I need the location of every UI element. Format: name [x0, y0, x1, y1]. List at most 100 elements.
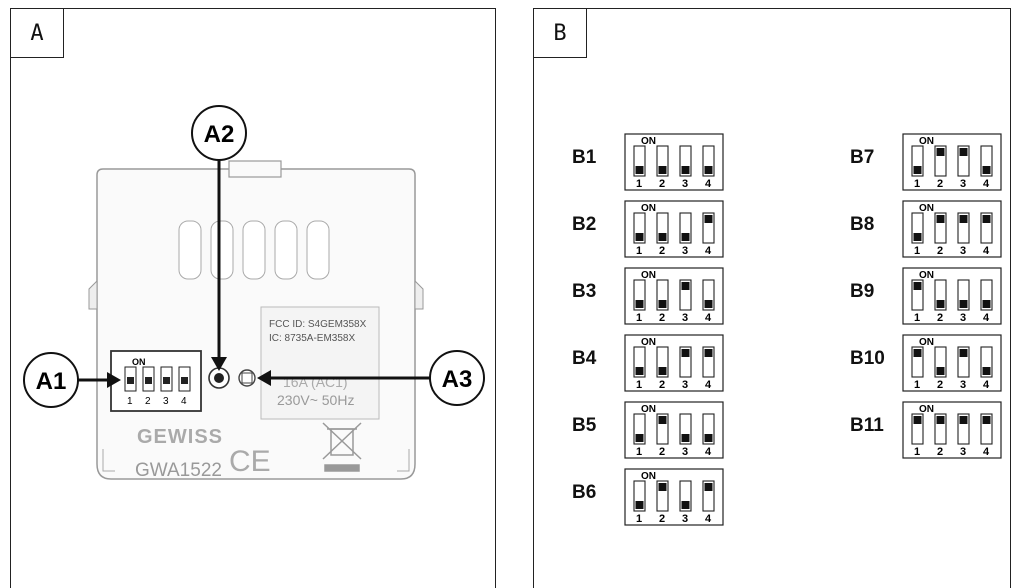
right-clip [414, 279, 424, 310]
dip-config-label: B3 [572, 281, 597, 302]
dip-config-label: B9 [850, 281, 875, 302]
dip-on-label: ON [919, 203, 934, 214]
dip-switch-slot [911, 212, 924, 244]
dip-switch-slot [702, 346, 715, 378]
dip-switch-slot [911, 346, 924, 378]
dip-switch-slot [980, 145, 993, 177]
dip-switch-number: 1 [636, 178, 642, 190]
dip-switch-slot [911, 413, 924, 445]
vent-slot [274, 220, 298, 280]
dip-knob-on [681, 282, 690, 290]
dip-on-label: ON [641, 471, 656, 482]
dip-config-label: B8 [850, 214, 875, 235]
dip-knob-on [959, 349, 968, 357]
dip-switch-number: 4 [705, 178, 712, 190]
dip-knob-off [681, 501, 690, 509]
dip-knob-off [635, 166, 644, 174]
dip-config-label: B11 [850, 415, 884, 436]
panel-a-label: A [11, 9, 64, 58]
dip-switch-slot [702, 212, 715, 244]
dip-switch-slot [679, 346, 692, 378]
dip-switch-slot [633, 346, 646, 378]
dip-switch-number: 1 [636, 446, 642, 458]
dip-switch-slot [633, 480, 646, 512]
dip-knob-on [658, 416, 667, 424]
dip-config-label: B5 [572, 415, 597, 436]
led-inner [241, 372, 253, 384]
dip-switch-number: 4 [983, 379, 990, 391]
dip-knob-on [704, 349, 713, 357]
dip-switch-number: 2 [659, 513, 665, 525]
rating-text: 16A (AC1) [283, 374, 348, 390]
dip-switch-number: 3 [682, 379, 688, 391]
a3-arrowhead [257, 370, 271, 386]
bottom-right-foot [397, 449, 410, 472]
dip-on-label: ON [641, 136, 656, 147]
dip-switch-slot [702, 480, 715, 512]
dip-switch-number: 2 [937, 379, 943, 391]
dip-switch-number: 3 [960, 379, 966, 391]
dip-knob-off [982, 367, 991, 375]
dip-switch-slot [957, 279, 970, 311]
panel-b-label: B [534, 9, 587, 58]
dip-switch-number: 2 [659, 312, 665, 324]
dip-on-label: ON [641, 270, 656, 281]
dip-knob-on [704, 215, 713, 223]
dip-switch-slot [957, 145, 970, 177]
dip-knob-off [681, 434, 690, 442]
dip-knob-off [658, 233, 667, 241]
reset-button [214, 373, 224, 383]
dip-on-label: ON [641, 337, 656, 348]
ce-mark: CE [229, 445, 271, 478]
dip-switch-slot [679, 279, 692, 311]
weee-bin-icon [322, 422, 362, 472]
dip-knob-on [959, 148, 968, 156]
dip-switch-number: 2 [659, 245, 665, 257]
dip-switch-slot [656, 145, 669, 177]
dip-switch-slot [934, 212, 947, 244]
dip-knob-on [959, 215, 968, 223]
dip-knob-on [936, 416, 945, 424]
bottom-left-foot [102, 449, 115, 472]
dip-config-label: B7 [850, 147, 875, 168]
dip-knob-on [913, 416, 922, 424]
dip-switch-number: 1 [636, 312, 642, 324]
dip-knob-off [959, 300, 968, 308]
fcc-id-text: FCC ID: S4GEM358X [269, 319, 367, 330]
dip-switch-slot [633, 279, 646, 311]
dip-switch-number: 4 [705, 446, 712, 458]
dip-knob-on [913, 282, 922, 290]
dip-config-label: B2 [572, 214, 597, 235]
dip-switch-slot [656, 279, 669, 311]
label-plate [260, 306, 380, 420]
dip-switch-slot [633, 145, 646, 177]
dip-switch-slot [656, 346, 669, 378]
a2-callout-circle [191, 105, 247, 161]
a1-callout-circle [23, 352, 79, 408]
dip-switch-number: 4 [705, 312, 712, 324]
dip-config-label: B10 [850, 348, 885, 369]
a2-arrowhead [211, 357, 227, 371]
dip-knob-on [959, 416, 968, 424]
dip-switch-slot [679, 145, 692, 177]
dip-switch-number: 2 [937, 245, 943, 257]
dip-switch-number: 2 [659, 379, 665, 391]
dip-switch-slot [957, 413, 970, 445]
device-dip-switch: ON 1 2 3 4 [110, 350, 202, 412]
dip-switch-slot [656, 413, 669, 445]
svg-text:ON: ON [132, 357, 146, 367]
vent-slot [178, 220, 202, 280]
dip-switch-slot [679, 212, 692, 244]
dip-switch-number: 3 [682, 312, 688, 324]
dip-switch-number: 3 [960, 446, 966, 458]
dip-switch-slot [980, 413, 993, 445]
dip-knob-off [704, 434, 713, 442]
svg-text:3: 3 [163, 396, 169, 407]
